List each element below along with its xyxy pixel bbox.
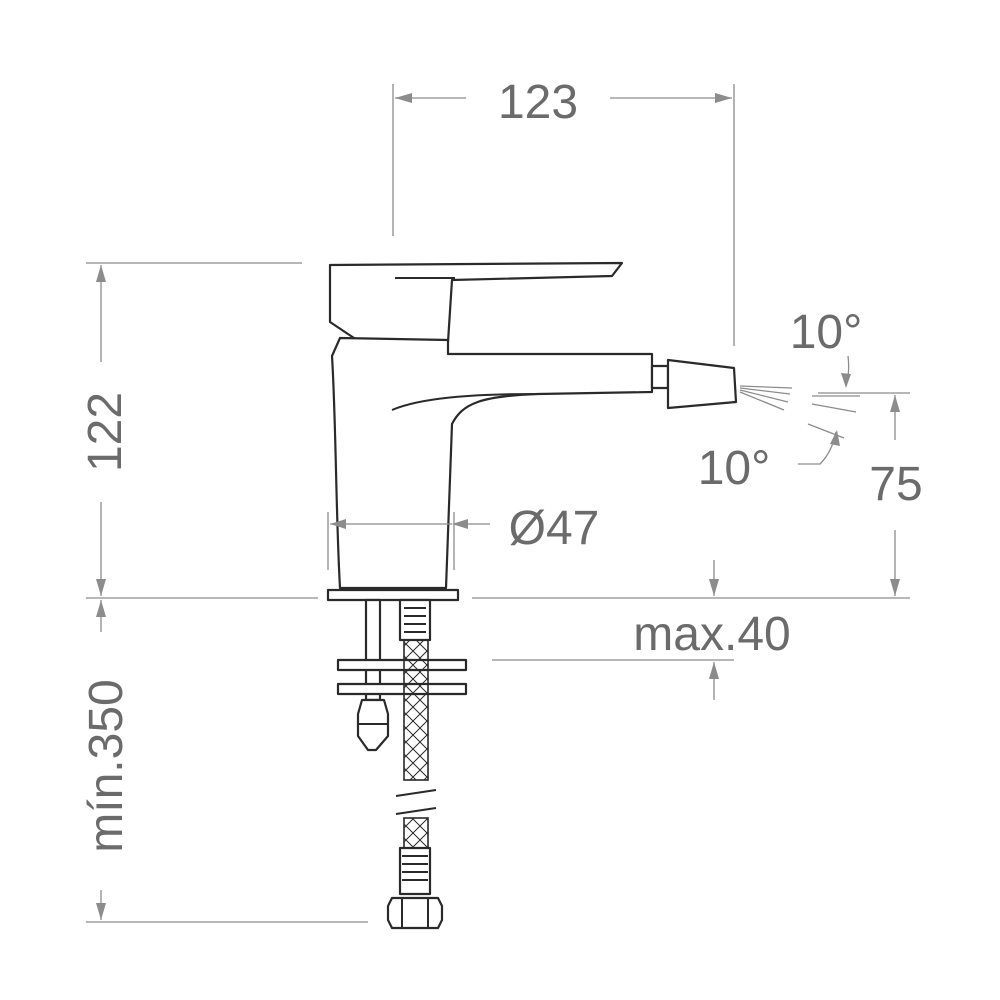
mounting-washer-lower [336, 682, 468, 696]
nozzle-head [666, 358, 738, 410]
spray-jet-lines [739, 385, 860, 439]
hose-connector-top [398, 598, 432, 642]
dimension-width: 123 [392, 76, 735, 346]
flexible-hose-lower [403, 817, 429, 849]
hose-break-line-bottom [395, 807, 437, 815]
mounting-washer-upper [336, 658, 468, 672]
spout-underside-line [391, 393, 539, 411]
nozzle-ring [650, 364, 670, 390]
dimension-height-label: 122 [79, 392, 132, 472]
mixer-body [330, 336, 654, 590]
hose-end-nut [386, 896, 444, 930]
dimension-min-length-label: mín.350 [80, 679, 133, 852]
dimension-spout-height-label: 75 [869, 458, 922, 511]
dimension-spout-height: 75 [472, 392, 923, 599]
hose-break-line-top [395, 789, 437, 797]
dimension-deck-thickness: max.40 [492, 560, 791, 700]
dimension-deck-thickness-label: max.40 [633, 608, 790, 661]
dimension-spray-angle-bottom-label: 10° [698, 442, 771, 495]
base-plate [326, 588, 460, 602]
dimension-diameter: Ø47 [327, 502, 600, 570]
dimension-spray-angle-top: 10° [790, 306, 863, 388]
lever-handle [328, 261, 624, 344]
dimension-spray-angle-bottom: 10° [698, 430, 840, 495]
dimension-width-label: 123 [498, 76, 578, 129]
dimension-height: 122 [79, 262, 318, 599]
flexible-hose-upper [403, 639, 429, 781]
dimension-min-length: mín.350 [80, 600, 368, 923]
dimension-spray-angle-top-label: 10° [790, 306, 863, 359]
faucet-drawing [326, 261, 860, 930]
dimension-diameter-label: Ø47 [509, 502, 600, 555]
